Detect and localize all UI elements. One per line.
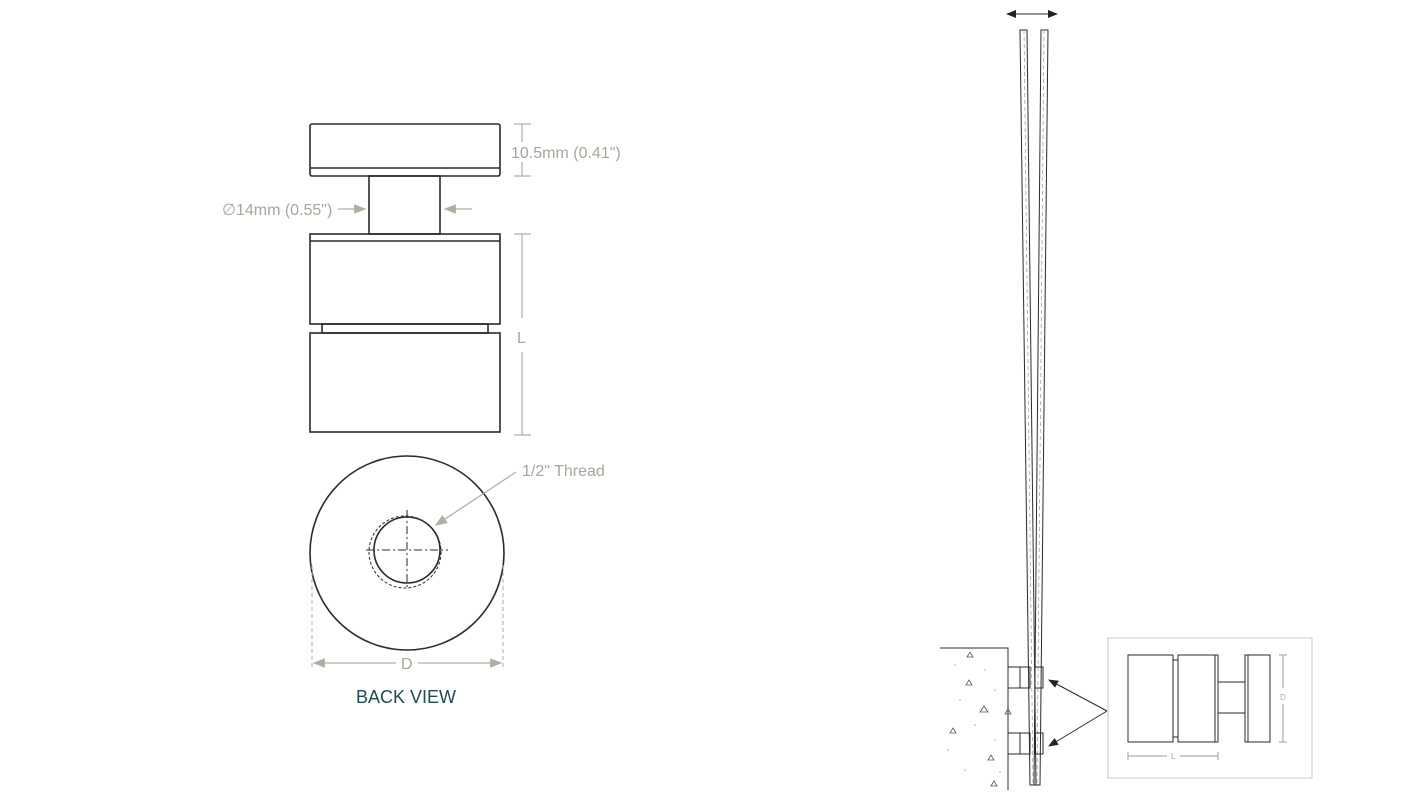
standoff-bottom bbox=[1007, 732, 1044, 755]
thread-label: 1/2" Thread bbox=[522, 463, 605, 480]
lower-barrel bbox=[309, 332, 501, 433]
outer-circle bbox=[309, 455, 505, 651]
stem-diameter-dimension: ∅14mm (0.55") bbox=[222, 202, 472, 219]
spacer-ring bbox=[321, 323, 489, 334]
upper-barrel bbox=[309, 233, 501, 325]
back-view: 1/2" Thread D BACK VIEW bbox=[309, 455, 605, 707]
front-view: 10.5mm (0.41") ∅14mm (0.55") L bbox=[222, 123, 621, 436]
cap-height-dimension: 10.5mm (0.41") bbox=[511, 123, 621, 177]
length-label: L bbox=[517, 330, 526, 347]
glass-panels bbox=[1019, 29, 1049, 786]
back-diameter-label: D bbox=[401, 656, 413, 673]
installation-view: D L bbox=[940, 10, 1313, 790]
length-dimension: L bbox=[514, 233, 531, 436]
thread-outline bbox=[368, 515, 442, 589]
stem bbox=[368, 175, 441, 235]
stem-diameter-label: ∅14mm (0.55") bbox=[222, 202, 332, 219]
cap-height-label: 10.5mm (0.41") bbox=[511, 145, 621, 162]
detail-box: D L bbox=[1107, 637, 1313, 779]
concrete-wall bbox=[940, 647, 1012, 790]
back-view-title: BACK VIEW bbox=[356, 687, 456, 707]
detail-diameter-label: D bbox=[1280, 693, 1286, 702]
detail-length-label: L bbox=[1171, 752, 1176, 761]
standoff-top bbox=[1007, 666, 1044, 689]
